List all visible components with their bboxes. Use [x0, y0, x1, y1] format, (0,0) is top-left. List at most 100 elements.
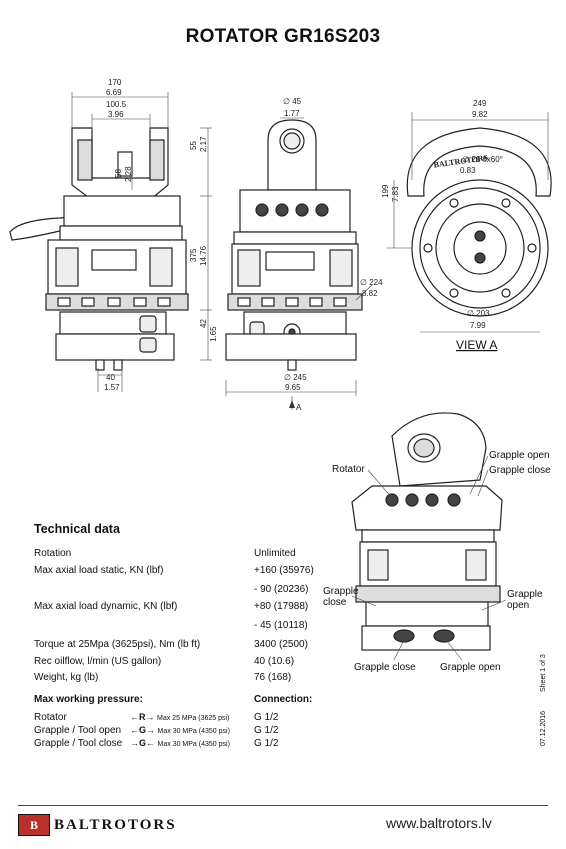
- pressure-key: Grapple / Tool open: [34, 725, 122, 736]
- pressure-symbol-arrow: ←G→ Max 30 MPa (4350 psi): [130, 725, 230, 735]
- callout-grapple-open-bottom: Grapple open: [440, 662, 501, 673]
- footer-divider: [18, 805, 548, 806]
- dim-d21: ∅ 21 6x60°: [462, 155, 503, 164]
- dim-375: 375: [189, 248, 198, 262]
- tech-row: Max axial load dynamic, KN (lbf) +80 (17…: [34, 601, 334, 615]
- dim-1-65: 1.65: [209, 326, 218, 342]
- tech-value: 3400 (2500): [254, 639, 308, 650]
- tech-key: Torque at 25Mpa (3625psi), Nm (lb ft): [34, 639, 201, 650]
- tech-row: Rotation Unlimited: [34, 548, 334, 562]
- tech-row: Max axial load static, KN (lbf) +160 (35…: [34, 565, 334, 579]
- pressure-symbol: ←R→: [130, 712, 155, 722]
- callout-grapple-close-bottom: Grapple close: [354, 662, 416, 673]
- tech-value: +80 (17988): [254, 601, 309, 612]
- tech-key: Max axial load dynamic, KN (lbf): [34, 601, 178, 612]
- dim-d224: ∅ 224: [360, 278, 383, 287]
- tech-key: Rotation: [34, 548, 72, 559]
- pressure-connection: G 1/2: [254, 712, 279, 723]
- callout-grapple-open-top: Grapple open: [489, 450, 550, 461]
- dim-0-83: 0.83: [460, 166, 476, 175]
- pressure-symbol: ←G→: [130, 725, 156, 735]
- logo-mark-icon: B: [18, 814, 50, 836]
- view-a-dims: 249 9.82 ∅ 21 6x60° 0.83 199 7.83 ∅ 203 …: [381, 99, 503, 330]
- dim-199: 199: [381, 184, 390, 198]
- arrow-a-label: A: [296, 403, 302, 412]
- pressure-key: Grapple / Tool close: [34, 738, 123, 749]
- dim-249: 249: [473, 99, 487, 108]
- side-view-dims: 170 6.69 100.5 3.96 55 2.17 58 2.28 375 …: [104, 78, 218, 392]
- pressure-max: Max 30 MPa (4350 psi): [157, 728, 230, 735]
- tech-row: Weight, kg (lb) 76 (168): [34, 672, 334, 686]
- pressure-symbol-arrow: →G← Max 30 MPa (4350 psi): [130, 738, 230, 748]
- callout-grapple-open-right-2: open: [507, 600, 529, 611]
- pressure-max: Max 30 MPa (4350 psi): [157, 741, 230, 748]
- pressure-row: Grapple / Tool close →G← Max 30 MPa (435…: [34, 738, 334, 752]
- dim-1-77: 1.77: [284, 109, 300, 118]
- drawing-title: ROTATOR GR16S203: [185, 26, 381, 47]
- callout-grapple-open-right-1: Grapple: [507, 589, 543, 600]
- pressure-connection: G 1/2: [254, 725, 279, 736]
- view-a-label: VIEW A: [456, 338, 497, 352]
- drawing-date: 07.12.2016: [540, 710, 547, 746]
- tech-row: Rec oilflow, l/min (US gallon) 40 (10.6): [34, 656, 334, 670]
- tech-key: Weight, kg (lb): [34, 672, 99, 683]
- tech-value: 76 (168): [254, 672, 292, 683]
- dim-9-65: 9.65: [285, 383, 301, 392]
- pressure-max: Max 25 MPa (3625 psi): [157, 715, 230, 722]
- dim-d203: ∅ 203: [467, 309, 490, 318]
- tech-value: Unlimited: [254, 548, 296, 559]
- callout-grapple-close-left-1: Grapple: [323, 586, 359, 597]
- pressure-symbol: →G←: [130, 738, 156, 748]
- callout-rotator: Rotator: [332, 464, 365, 475]
- tech-row: Torque at 25Mpa (3625psi), Nm (lb ft) 34…: [34, 639, 334, 653]
- dim-9-82: 9.82: [472, 110, 488, 119]
- front-view-dim-lines: [225, 117, 373, 410]
- tech-value: +160 (35976): [254, 565, 314, 576]
- dim-2-28: 2.28: [124, 166, 133, 182]
- dim-2-17: 2.17: [199, 136, 208, 152]
- tech-value: - 45 (10118): [254, 620, 308, 631]
- website-url: www.baltrotors.lv: [386, 815, 492, 831]
- dim-170: 170: [108, 78, 122, 87]
- dim-7-83: 7.83: [391, 186, 400, 202]
- dim-14-76: 14.76: [199, 245, 208, 266]
- front-view-drawing: [225, 119, 363, 371]
- connection-heading: Connection:: [254, 694, 313, 705]
- dim-d45: ∅ 45: [283, 97, 302, 106]
- dim-3-96: 3.96: [108, 110, 124, 119]
- callout-lines: [351, 455, 507, 661]
- logo-text: BALTROTORS: [54, 816, 177, 833]
- dim-40: 40: [106, 373, 115, 382]
- pressure-header-row: Max working pressure: Connection:: [34, 694, 334, 708]
- dim-42: 42: [199, 319, 208, 328]
- pressure-symbol-arrow: ←R→ Max 25 MPa (3625 psi): [130, 712, 229, 722]
- tech-value: - 90 (20236): [254, 584, 309, 595]
- tech-heading: Technical data: [34, 522, 120, 536]
- side-view-dim-lines: [71, 92, 212, 392]
- isometric-callouts: Rotator Grapple open Grapple close Grapp…: [323, 450, 551, 673]
- pressure-row: Rotator ←R→ Max 25 MPa (3625 psi) G 1/2: [34, 712, 334, 726]
- callout-grapple-close-left-2: close: [323, 597, 347, 608]
- pressure-key: Rotator: [34, 712, 67, 723]
- dim-100-5: 100.5: [106, 100, 127, 109]
- side-view-drawing: [9, 127, 189, 371]
- dim-1-57: 1.57: [104, 383, 120, 392]
- dim-6-69: 6.69: [106, 88, 122, 97]
- dim-8-82: 8.82: [362, 289, 378, 298]
- tech-row: - 90 (20236): [34, 584, 334, 598]
- dim-d245: ∅ 245: [284, 373, 307, 382]
- pressure-connection: G 1/2: [254, 738, 279, 749]
- dim-58: 58: [114, 169, 123, 178]
- dim-55: 55: [189, 141, 198, 150]
- brand-logo: B BALTROTORS: [18, 814, 177, 836]
- pressure-row: Grapple / Tool open ←G→ Max 30 MPa (4350…: [34, 725, 334, 739]
- sheet-number: Sheet 1 of 3: [540, 654, 547, 692]
- tech-value: 40 (10.6): [254, 656, 295, 667]
- tech-key: Max axial load static, KN (lbf): [34, 565, 164, 576]
- view-a-dim-lines: [386, 112, 549, 333]
- front-view-dims: ∅ 45 1.77 ∅ 224 8.82 ∅ 245 9.65 A: [283, 97, 383, 412]
- isometric-drawing: [351, 412, 503, 651]
- view-a-drawing: [406, 127, 552, 317]
- pressure-heading: Max working pressure:: [34, 694, 143, 705]
